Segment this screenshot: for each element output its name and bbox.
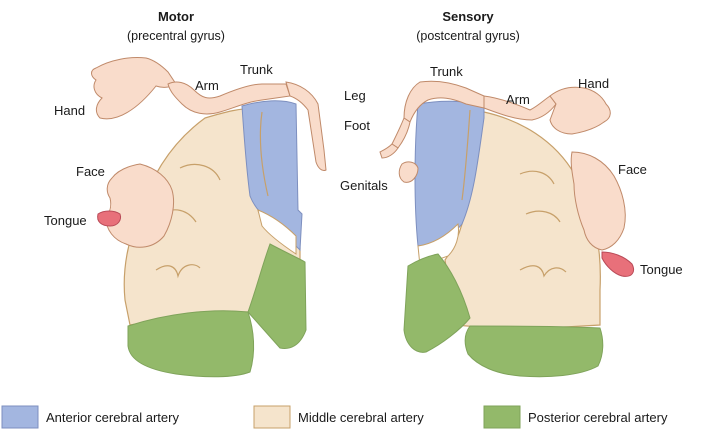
motor-label-face: Face xyxy=(76,164,105,179)
motor-label-hand: Hand xyxy=(54,103,85,118)
motor-posterior-cerebral-bottom xyxy=(128,311,254,377)
sensory-tongue-icon xyxy=(602,252,634,276)
sensory-label-foot: Foot xyxy=(344,118,370,133)
motor-title: Motor xyxy=(158,9,194,24)
motor-label-tongue: Tongue xyxy=(44,213,87,228)
motor-tongue-icon xyxy=(98,211,121,226)
legend-label-anterior: Anterior cerebral artery xyxy=(46,410,179,425)
sensory-label-trunk: Trunk xyxy=(430,64,463,79)
sensory-label-genitals: Genitals xyxy=(340,178,388,193)
legend-label-posterior: Posterior cerebral artery xyxy=(528,410,668,425)
legend-swatch-anterior xyxy=(2,406,38,428)
motor-label-arm: Arm xyxy=(195,78,219,93)
sensory-title: Sensory xyxy=(442,9,494,24)
sensory-label-leg: Leg xyxy=(344,88,366,103)
legend-item-middle: Middle cerebral artery xyxy=(254,406,424,428)
sensory-label-hand: Hand xyxy=(578,76,609,91)
motor-face-icon xyxy=(106,164,174,247)
sensory-label-face: Face xyxy=(618,162,647,177)
motor-section: Motor (precentral gyrus) xyxy=(44,9,326,377)
sensory-foot-icon xyxy=(380,144,398,158)
legend-item-posterior: Posterior cerebral artery xyxy=(484,406,668,428)
sensory-label-tongue: Tongue xyxy=(640,262,683,277)
motor-subtitle: (precentral gyrus) xyxy=(127,29,225,43)
sensory-leg-icon xyxy=(392,118,410,148)
motor-hand-icon xyxy=(92,57,177,118)
legend-swatch-middle xyxy=(254,406,290,428)
sensory-subtitle: (postcentral gyrus) xyxy=(416,29,520,43)
motor-label-trunk: Trunk xyxy=(240,62,273,77)
sensory-label-arm: Arm xyxy=(506,92,530,107)
legend: Anterior cerebral artery Middle cerebral… xyxy=(2,406,668,428)
legend-label-middle: Middle cerebral artery xyxy=(298,410,424,425)
legend-swatch-posterior xyxy=(484,406,520,428)
sensory-brain-section xyxy=(404,101,603,376)
sensory-section: Sensory (postcentral gyrus) xyxy=(340,9,683,377)
sensory-hand-icon xyxy=(550,87,610,134)
legend-item-anterior: Anterior cerebral artery xyxy=(2,406,179,428)
sensory-posterior-cerebral-bottom xyxy=(465,326,603,377)
